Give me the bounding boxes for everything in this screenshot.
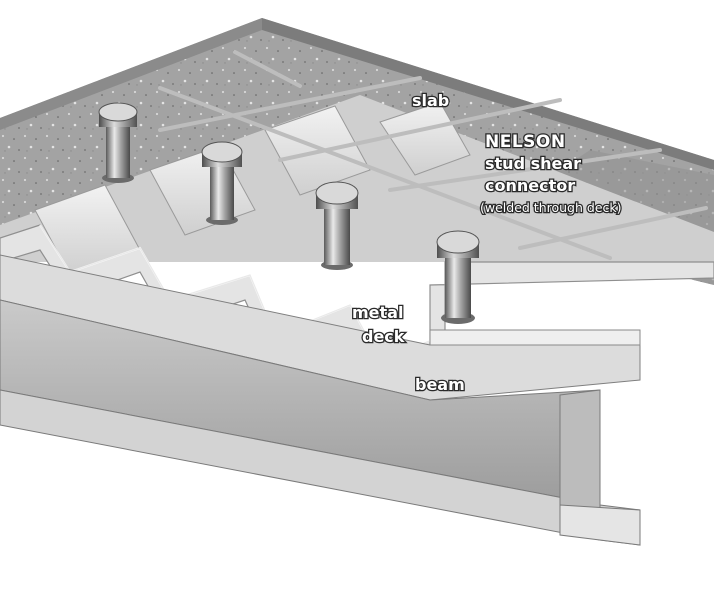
label-stud-shear: stud shear	[485, 154, 581, 173]
label-welded-through-deck: (welded through deck)	[480, 200, 622, 215]
label-deck: deck	[362, 327, 405, 346]
label-nelson: NELSON	[485, 132, 566, 152]
label-connector: connector	[485, 176, 575, 195]
label-metal: metal	[352, 303, 403, 322]
label-slab: slab	[412, 91, 449, 110]
steel-beam	[0, 255, 640, 545]
label-beam: beam	[415, 375, 465, 394]
